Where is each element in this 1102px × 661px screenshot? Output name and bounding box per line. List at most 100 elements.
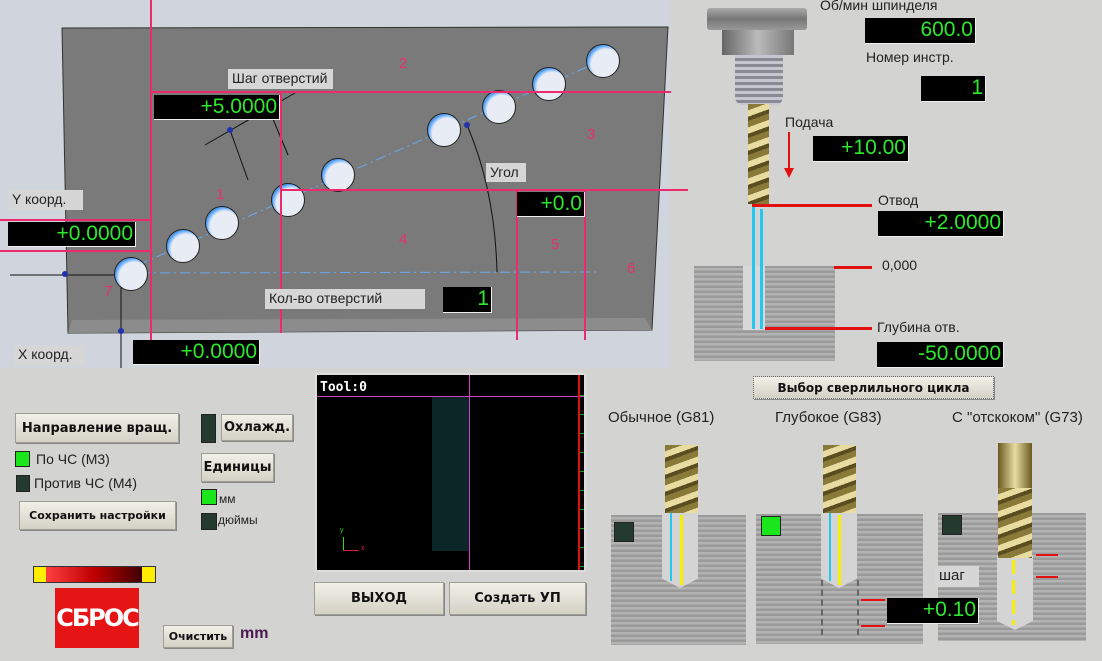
rpm-label: Об/мин шпинделя [820, 0, 938, 13]
peck-input[interactable]: +0.10 [887, 598, 979, 624]
cycle-g83-radio[interactable] [761, 516, 781, 536]
rpm-input[interactable]: 600.0 [865, 18, 976, 44]
x-coord-label: X коорд. [14, 345, 84, 365]
region-line [281, 189, 688, 191]
mm-indicator[interactable] [201, 489, 217, 505]
cw-indicator[interactable] [15, 451, 30, 467]
create-program-button[interactable]: Создать УП [449, 582, 586, 615]
hole [114, 257, 148, 291]
pitch-input[interactable]: +5.0000 [154, 95, 280, 120]
axis-x-icon [343, 550, 359, 551]
hole [532, 67, 566, 101]
region-line [0, 219, 151, 221]
hole [271, 183, 305, 217]
tool-preview-title: Tool:0 [320, 380, 367, 395]
region-marker: 3 [587, 126, 596, 143]
plunge-arrow-icon [829, 513, 831, 581]
region-line [151, 91, 671, 93]
retract-arrow-icon [760, 209, 763, 329]
angle-input[interactable]: +0.0 [517, 192, 585, 217]
zero-label: 0,000 [882, 257, 918, 273]
peck-dimension-icon [861, 599, 885, 627]
feed-arrow-icon [788, 132, 790, 172]
tool-preview: Tool:0 y x [315, 373, 586, 572]
units-display: mm [240, 625, 269, 642]
drill-icon [665, 445, 698, 513]
clear-button[interactable]: Очистить [163, 625, 233, 648]
spindle-thread-icon [735, 55, 783, 105]
angle-label: Угол [486, 163, 526, 182]
retract-arrow-icon [680, 515, 683, 585]
hole [321, 158, 355, 192]
cycle-g73-label: С "отскоком" (G73) [952, 409, 1083, 426]
hole [205, 206, 239, 240]
y-coord-input[interactable]: +0.0000 [8, 222, 136, 247]
region-line [584, 190, 586, 340]
tool-preview-ruler [578, 375, 580, 570]
region-marker: 5 [551, 236, 560, 253]
plunge-arrow-icon [752, 207, 755, 329]
save-settings-button[interactable]: Сохранить настройки [19, 501, 176, 530]
depth-level-line [765, 327, 872, 330]
plunge-arrow-icon [670, 513, 672, 581]
region-marker: 6 [627, 260, 636, 277]
region-marker: 2 [399, 55, 408, 72]
region-line [0, 250, 151, 252]
hole-cavity [997, 555, 1033, 630]
retract-arrow-icon [838, 515, 841, 585]
y-coord-label: Y коорд. [8, 190, 83, 210]
depth-label: Глубина отв. [877, 319, 960, 335]
hole [586, 44, 620, 78]
hole [427, 113, 461, 147]
retract-level-line [752, 204, 872, 207]
tool-preview-hline [317, 396, 584, 397]
peck-steps-icon [1012, 560, 1015, 625]
units-button[interactable]: Единицы [201, 453, 274, 482]
ccw-label: Против ЧС (М4) [34, 475, 137, 491]
tool-preview-vline [469, 375, 470, 570]
cw-label: По ЧС (М3) [36, 451, 110, 467]
region-marker: 4 [399, 231, 408, 248]
tool-number-input[interactable]: 1 [921, 76, 986, 102]
tool-number-label: Номер инстр. [866, 49, 954, 65]
tool-shank-icon [998, 443, 1032, 488]
tool-preview-ticks [580, 395, 584, 570]
retract-input[interactable]: +2.0000 [878, 211, 1004, 237]
mm-label: мм [219, 492, 236, 506]
reset-status-lamp [46, 567, 142, 582]
hole [482, 90, 516, 124]
exit-button[interactable]: ВЫХОД [314, 582, 444, 615]
cycle-g73-radio[interactable] [942, 515, 962, 535]
region-line [150, 0, 152, 350]
hole-count-input[interactable]: 1 [443, 287, 492, 313]
coolant-button[interactable]: Охлажд. [221, 414, 293, 441]
ccw-indicator[interactable] [16, 475, 30, 492]
region-line [516, 190, 518, 340]
tool-preview-stock [432, 397, 469, 551]
hole [166, 229, 200, 263]
spindle-holder-icon [707, 8, 807, 30]
x-coord-input[interactable]: +0.0000 [133, 340, 260, 365]
hole-count-label: Кол-во отверстий [265, 289, 425, 309]
feed-label: Подача [785, 114, 834, 130]
inch-label: дюймы [218, 513, 258, 527]
axis-y-label: y [340, 527, 344, 534]
pitch-label: Шаг отверстий [228, 69, 333, 89]
depth-input[interactable]: -50.0000 [877, 342, 1004, 368]
inch-indicator[interactable] [201, 513, 217, 530]
region-marker: 7 [104, 283, 113, 300]
axis-x-label: x [361, 545, 365, 552]
next-peck-outline [821, 580, 859, 635]
cycle-g81-radio[interactable] [614, 522, 634, 542]
drill-cycle-select-button[interactable]: Выбор сверлильного цикла [753, 376, 994, 399]
cycle-g83-label: Глубокое (G83) [775, 409, 882, 426]
feed-input[interactable]: +10.00 [813, 136, 909, 162]
drill-icon [823, 445, 856, 513]
rotation-direction-button[interactable]: Направление вращ. [15, 413, 179, 443]
reset-button[interactable]: СБРОС [55, 588, 140, 648]
coolant-indicator [201, 414, 216, 443]
drill-icon [748, 104, 769, 204]
zero-level-line [834, 266, 872, 269]
region-marker: 1 [216, 186, 225, 203]
retract-label: Отвод [878, 192, 919, 208]
